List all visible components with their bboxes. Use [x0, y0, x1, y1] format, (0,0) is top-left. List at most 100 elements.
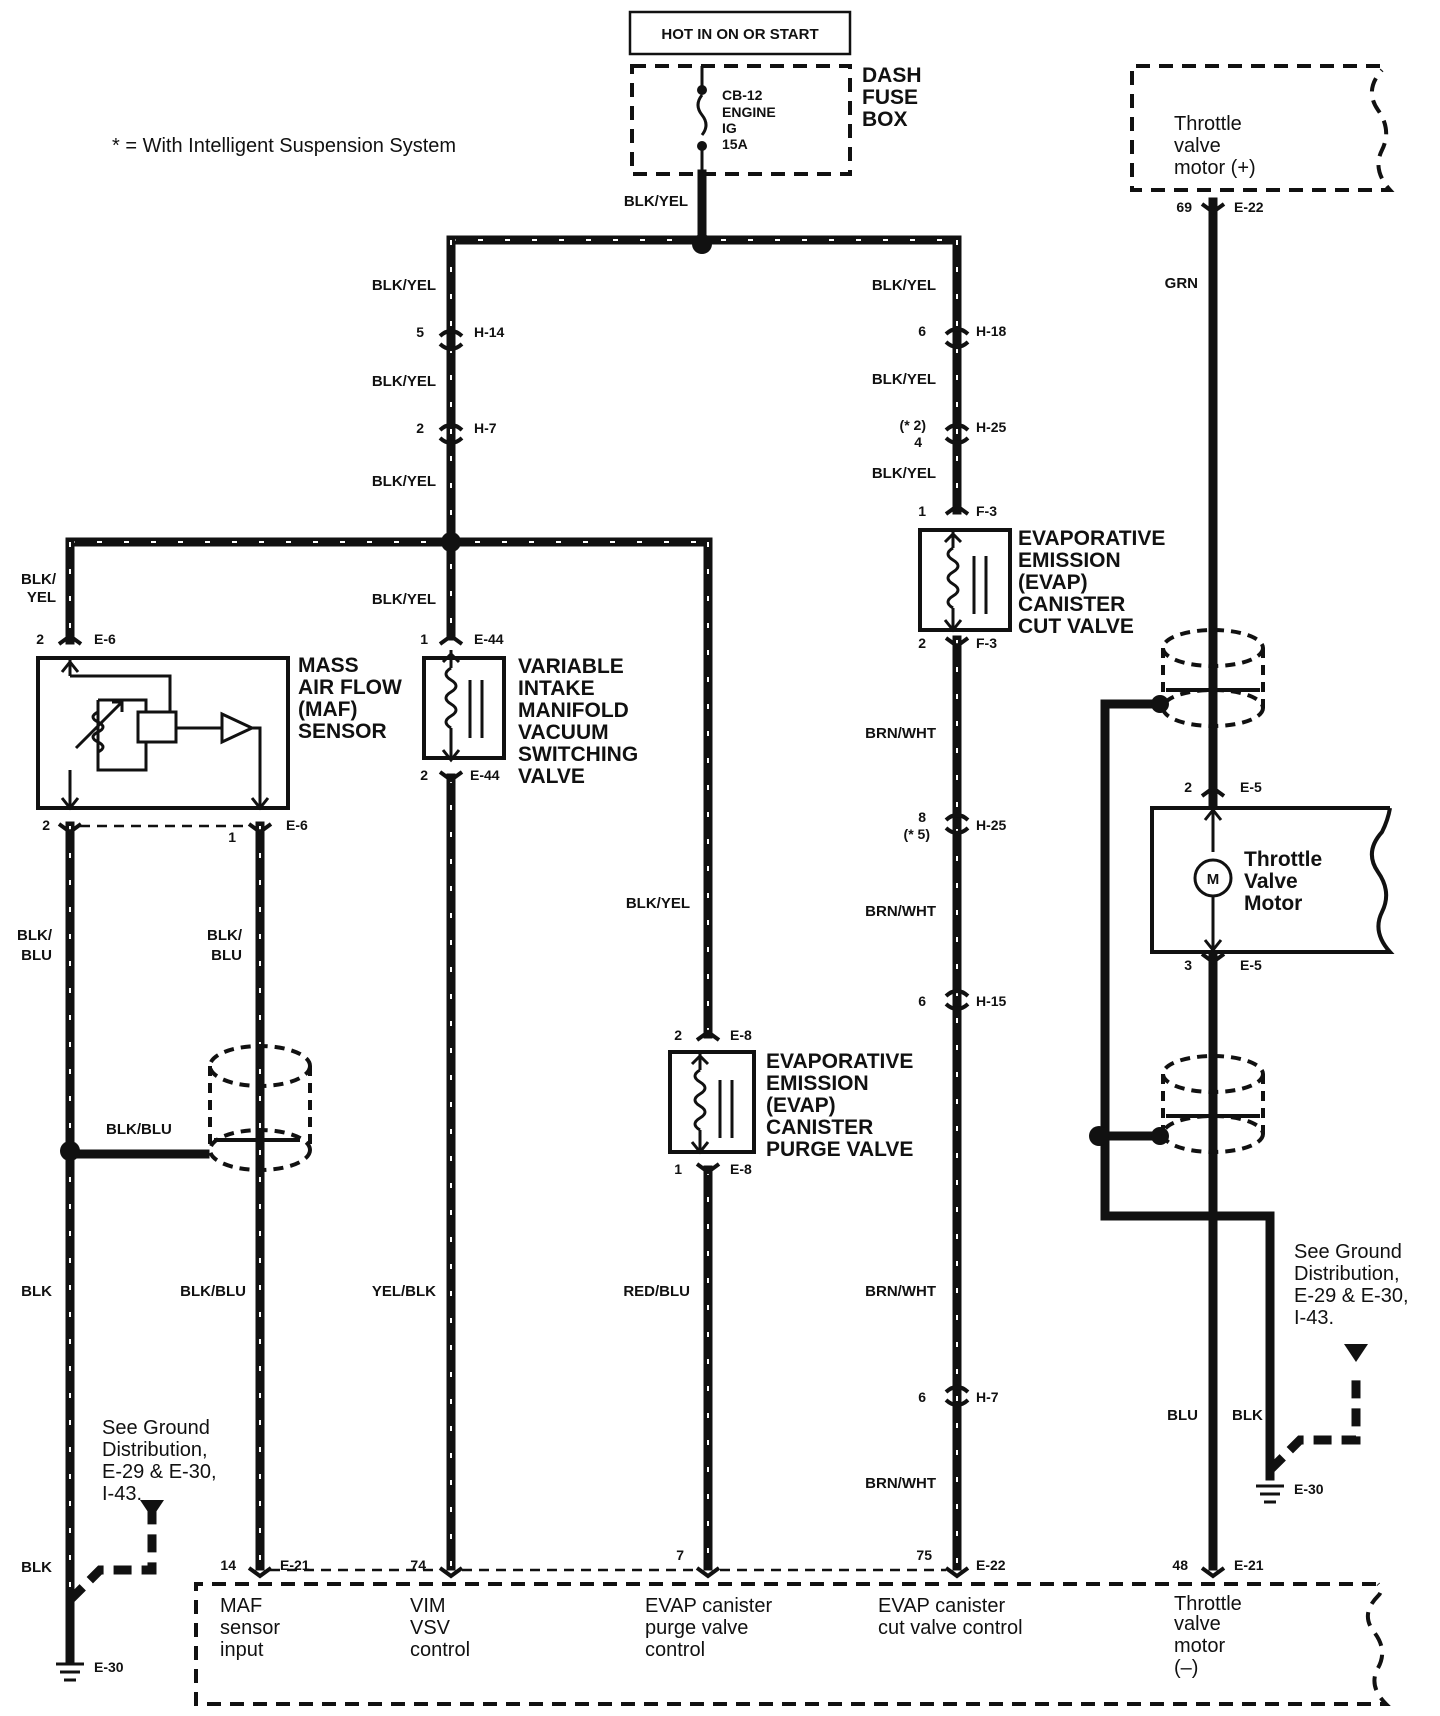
fuse-ig: IG	[722, 120, 737, 136]
label-components-motor-0: Throttle	[1244, 848, 1322, 871]
fuse-circuit: ENGINE	[722, 104, 776, 120]
ground-right: E-30 See Ground Distribution, E-29 & E-3…	[1256, 1241, 1409, 1504]
fuse-icon	[696, 94, 708, 136]
label-components-vim-4: SWITCHING	[518, 743, 638, 766]
evap-purge-valve: EVAPORATIVE EMISSION (EVAP) CANISTER PUR…	[668, 1050, 913, 1161]
label-pins-p75: 75	[916, 1547, 932, 1563]
label-wires-blk: BLK	[1232, 1407, 1263, 1424]
label-pins-star2: (* 2)	[900, 417, 926, 433]
thermistor-icon	[91, 710, 105, 754]
label-pcm-inputs-motor-minus-0: Throttle	[1174, 1593, 1242, 1615]
label-pins-p6: 6	[918, 323, 926, 339]
label-connectors-h25: H-25	[976, 817, 1007, 833]
shield-throttle-bottom	[1161, 1054, 1265, 1154]
label-components-purge-1: EMISSION	[766, 1072, 869, 1095]
label-connectors-e22: E-22	[1234, 199, 1264, 215]
fuse-box-label-line1: DASH	[862, 64, 922, 87]
ground-arrow-icon	[140, 1500, 164, 1518]
label-ground-note-0: See Ground	[102, 1417, 210, 1439]
label-pcm-inputs-motor-minus-2: motor	[1174, 1635, 1225, 1657]
label-wires-blk-yel: BLK/YEL	[872, 371, 936, 388]
dash-fuse-box: DASH FUSE BOX CB-12 ENGINE IG 15A	[630, 64, 922, 176]
label-pins-p5: 5	[416, 324, 424, 340]
label-wires-blk: BLK	[21, 1283, 52, 1300]
label-components-cut-0: EVAPORATIVE	[1018, 527, 1165, 550]
shield-throttle-top	[1161, 628, 1265, 728]
label-components-maf-3: SENSOR	[298, 720, 387, 743]
label-connectors-e44: E-44	[474, 631, 504, 647]
label-connectors-e6: E-6	[286, 817, 308, 833]
maf-sensor: MASS AIR FLOW (MAF) SENSOR	[36, 654, 402, 811]
label-connectors-h7: H-7	[976, 1389, 999, 1405]
label-wires-blk-blu-split-1: BLU	[211, 947, 242, 964]
label-wires-blk-yel-split-1: YEL	[27, 589, 56, 606]
label-pins-p14: 14	[220, 1557, 236, 1573]
label-pins-p2: 2	[674, 1027, 682, 1043]
label-components-vim-5: VALVE	[518, 765, 585, 788]
label-wires-blk-yel: BLK/YEL	[372, 373, 436, 390]
solenoid-coil-icon	[946, 546, 960, 610]
hot-label: HOT IN ON OR START	[661, 26, 818, 43]
label-ground-note-2: E-29 & E-30,	[102, 1461, 217, 1483]
label-wires-blk-yel: BLK/YEL	[872, 277, 936, 294]
motor-symbol: M	[1207, 871, 1220, 888]
vim-switching-valve: VARIABLE INTAKE MANIFOLD VACUUM SWITCHIN…	[422, 650, 638, 788]
label-pins-p74: 74	[410, 1557, 426, 1573]
label-wires-blk-blu-split-0: BLK/	[207, 927, 243, 944]
label-pins-p2: 2	[420, 767, 428, 783]
label-wires-blk-blu: BLK/BLU	[180, 1283, 246, 1300]
label-connectors-h15: H-15	[976, 993, 1007, 1009]
label-wires-red-blu: RED/BLU	[623, 1283, 690, 1300]
label-pins-star5: (* 5)	[904, 826, 930, 842]
label-pcm-inputs-purge-0: EVAP canister	[645, 1595, 772, 1617]
ground-left: E-30 See Ground Distribution, E-29 & E-3…	[56, 1417, 217, 1682]
label-ground-note-3: I-43.	[102, 1483, 142, 1505]
label-pins-p69: 69	[1176, 199, 1192, 215]
label-wires-yel-blk: YEL/BLK	[372, 1283, 436, 1300]
label-wires-brn-wht: BRN/WHT	[865, 1475, 936, 1492]
label-pcm-inputs-vim-2: control	[410, 1639, 470, 1661]
label-pins-p8: 8	[918, 809, 926, 825]
label-components-motor-1: Valve	[1244, 870, 1298, 893]
label-ground-note-1: Distribution,	[1294, 1263, 1400, 1285]
solenoid-coil-icon	[444, 666, 458, 730]
op-amp-icon	[220, 711, 256, 745]
ground-icon	[56, 1662, 84, 1682]
label-pcm-inputs-vim-0: VIM	[410, 1595, 446, 1617]
label-pcm-inputs-purge-1: purge valve	[645, 1617, 748, 1639]
label-pins-p2: 2	[42, 817, 50, 833]
label-wires-brn-wht: BRN/WHT	[865, 903, 936, 920]
label-pins-p1: 1	[674, 1161, 682, 1177]
wires: BLK/YEL	[60, 169, 1275, 1605]
label-pcm-inputs-motor-minus-3: (–)	[1174, 1657, 1198, 1679]
label-wires-blk-yel: BLK/YEL	[626, 895, 690, 912]
fuse-box-label-line2: FUSE	[862, 86, 918, 109]
label-wires-blk-yel: BLK/YEL	[372, 277, 436, 294]
hot-in-on-or-start-box: HOT IN ON OR START	[628, 10, 852, 56]
label-components-vim-2: MANIFOLD	[518, 699, 629, 722]
label-connectors-f3: F-3	[976, 503, 997, 519]
label-components-maf-0: MASS	[298, 654, 359, 677]
label-connectors-e21: E-21	[1234, 1557, 1264, 1573]
label-pins-p2: 2	[416, 420, 424, 436]
label-components-purge-3: CANISTER	[766, 1116, 873, 1139]
label-connectors-e44: E-44	[470, 767, 500, 783]
label-components-purge-2: (EVAP)	[766, 1094, 836, 1117]
throttle-motor-plus-terminal: Throttle valve motor (+)	[1130, 64, 1395, 192]
label-pins-p3: 3	[1184, 957, 1192, 973]
label-pins-p48: 48	[1172, 1557, 1188, 1573]
label-wires-blk-blu-split-1: BLU	[21, 947, 52, 964]
label-wires-blk-blu: BLK/BLU	[106, 1121, 172, 1138]
label-components-maf-1: AIR FLOW	[298, 676, 402, 699]
label-connectors-e22: E-22	[976, 1557, 1006, 1573]
label-components-cut-1: EMISSION	[1018, 549, 1121, 572]
label-pins-p2: 2	[918, 635, 926, 651]
label-pins-p1: 1	[228, 829, 236, 845]
label-connectors-h7: H-7	[474, 420, 497, 436]
label-connectors-e30: E-30	[1294, 1481, 1324, 1497]
label-pcm-inputs-vim-1: VSV	[410, 1617, 451, 1639]
label-pins-p7: 7	[676, 1547, 684, 1563]
connector-marks: 5 H-14 2 H-7 6 H-18 (* 2) 4 H-25 1 F-3 2…	[36, 199, 1264, 1407]
label-connectors-e6: E-6	[94, 631, 116, 647]
